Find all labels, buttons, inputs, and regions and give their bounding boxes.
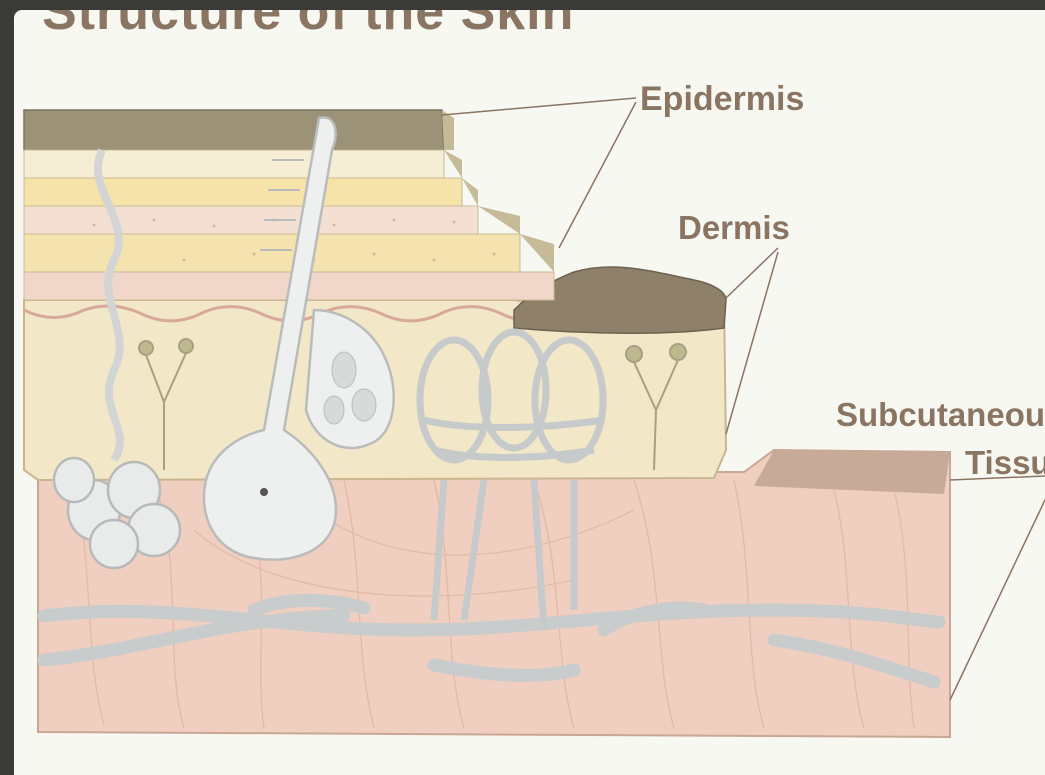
dermis-label: Dermis	[678, 209, 790, 247]
epidermis-label: Epidermis	[640, 80, 804, 119]
epidermis-layers	[24, 110, 554, 300]
skin-structure-diagram	[14, 10, 1045, 775]
subcutaneous-label-line1: Subcutaneou	[836, 396, 1045, 434]
subcutaneous-label-line2: Tissu	[965, 444, 1045, 482]
subcutaneous-tissue-layer	[38, 450, 950, 737]
slide-title: Structure of the Skin	[42, 10, 574, 42]
slide: Structure of the Skin Epidermis Dermis S…	[14, 10, 1045, 775]
